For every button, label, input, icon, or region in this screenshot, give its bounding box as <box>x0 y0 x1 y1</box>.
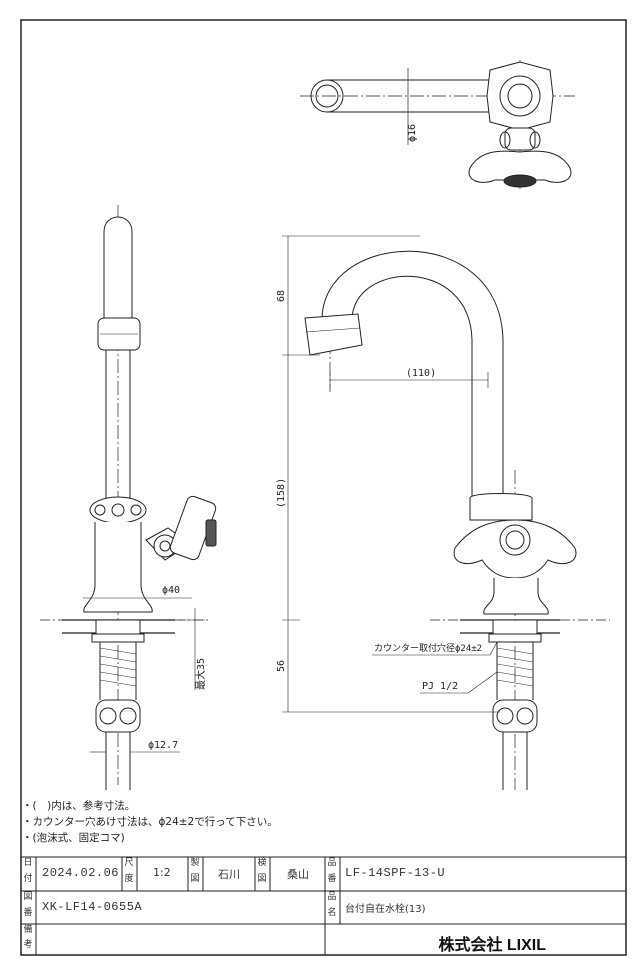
shank-dia-label: ϕ12.7 <box>148 740 178 751</box>
thread-label: PJ 1/2 <box>422 681 458 692</box>
reach-label: (110) <box>406 368 436 379</box>
remarks-label-1: 備 <box>23 925 33 935</box>
note-counter-hole: ・カウンター穴あけ寸法は、ϕ24±2で行って下さい。 <box>22 816 278 828</box>
height-lower-label: 56 <box>276 660 287 672</box>
scale-value: 1:2 <box>153 866 171 879</box>
scale-label-1: 尺 <box>124 858 134 868</box>
side-view: ϕ40 最大35 ϕ12.7 <box>40 205 217 790</box>
drawing-no-label-2: 番 <box>23 908 33 918</box>
note-reference-dims: ・( )内は、参考寸法。 <box>22 800 136 812</box>
title-block-grid <box>21 856 626 955</box>
drawn-value: 石川 <box>218 868 240 881</box>
height-upper-label: 68 <box>276 290 287 302</box>
remarks-label-2: 考 <box>23 940 33 950</box>
drawing-no-label-1: 図 <box>23 892 33 902</box>
date-label-1: 日 <box>23 858 33 868</box>
company-name: 株式会社 LIXIL <box>438 937 546 954</box>
max-thickness-label: 最大35 <box>194 658 207 690</box>
product-code-value: LF-14SPF-13-U <box>345 866 446 880</box>
product-name-value: 台付自在水栓(13) <box>345 904 426 915</box>
date-value: 2024.02.06 <box>42 866 120 880</box>
pipe-dia-label: ϕ16 <box>407 124 418 142</box>
date-label-2: 付 <box>23 874 33 884</box>
counter-hole-label: カウンター取付穴径ϕ24±2 <box>374 642 482 654</box>
checked-label-1: 検 <box>257 858 267 868</box>
note-aerator: ・(泡沫式、固定コマ) <box>22 832 125 844</box>
drawn-label-1: 製 <box>190 858 200 868</box>
product-code-label-2: 番 <box>327 874 337 884</box>
front-view: 68 (158) 56 (110) カウンター取付穴径ϕ24±2 PJ 1/2 <box>276 235 610 790</box>
sheet-border <box>20 19 627 956</box>
top-view: ϕ16 <box>300 60 575 190</box>
base-dia-label: ϕ40 <box>162 585 180 596</box>
drawing-no-value: XK-LF14-0655A <box>42 900 143 914</box>
scale-label-2: 度 <box>124 874 134 884</box>
drawn-label-2: 図 <box>190 874 200 884</box>
checked-label-2: 図 <box>257 874 267 884</box>
product-name-label-2: 名 <box>327 908 337 918</box>
product-name-label-1: 品 <box>327 892 337 902</box>
height-mid-label: (158) <box>276 478 287 508</box>
checked-value: 桑山 <box>287 868 309 881</box>
product-code-label-1: 品 <box>327 858 337 868</box>
